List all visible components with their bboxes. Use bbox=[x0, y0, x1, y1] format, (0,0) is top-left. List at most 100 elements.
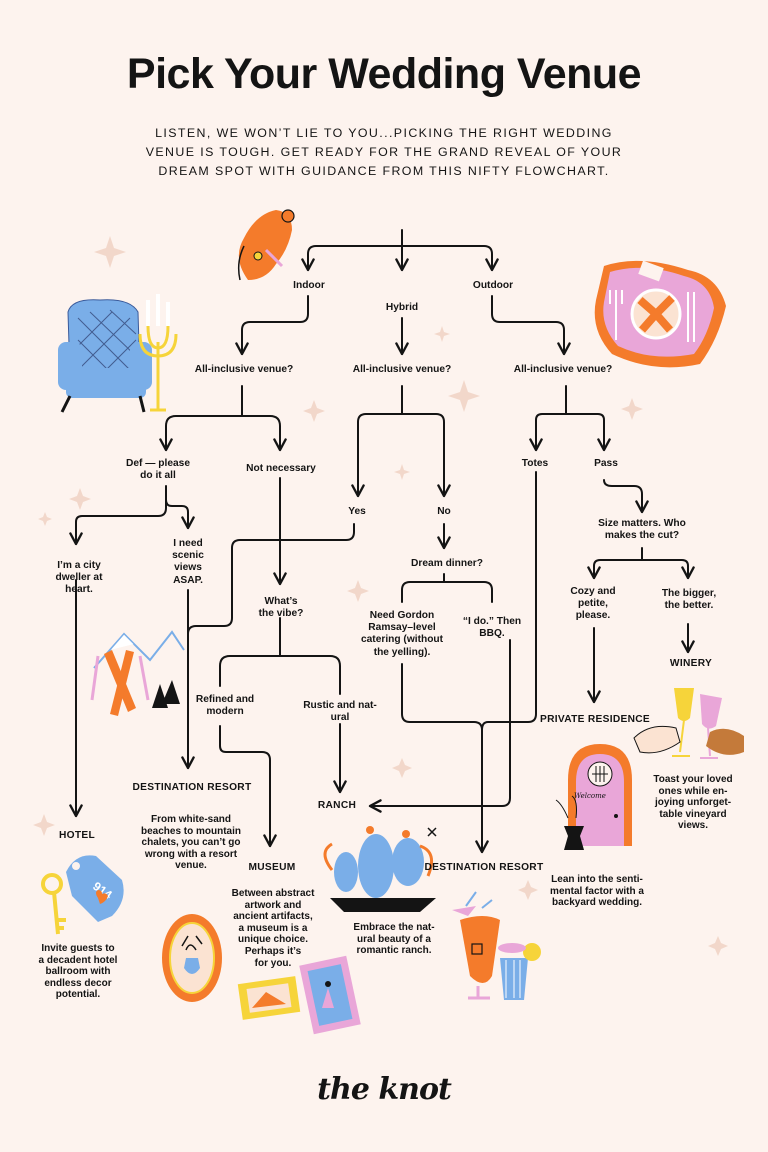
desc-line: Between abstract bbox=[231, 888, 315, 899]
venue-destination-resort-right-title: DESTINATION RESORT bbox=[425, 862, 544, 874]
node-text: the vibe? bbox=[258, 608, 304, 620]
desc-line: ballroom with bbox=[45, 966, 111, 978]
picture-frames-icon bbox=[237, 955, 361, 1035]
venue-hotel-description: Invite guests to a decadent hotel ballro… bbox=[39, 943, 118, 1001]
node-size-matters: Size matters. Who makes the cut? bbox=[598, 518, 686, 542]
desc-line: table vineyard bbox=[659, 808, 727, 820]
node-text: “I do.” Then bbox=[462, 616, 522, 627]
star-icon bbox=[38, 512, 52, 526]
star-icon bbox=[448, 380, 480, 412]
star-icon bbox=[708, 936, 728, 956]
desc-line: mental factor with a bbox=[550, 885, 644, 897]
node-text: Totes bbox=[521, 458, 549, 469]
ornate-mirror-icon bbox=[162, 914, 222, 1002]
cactus-icon bbox=[323, 826, 437, 912]
desc-line: Toast your loved bbox=[653, 774, 733, 785]
node-i-do-bbq: “I do.” Then BBQ. bbox=[463, 616, 521, 640]
node-indoor: Indoor bbox=[293, 280, 325, 292]
page-title: Pick Your Wedding Venue bbox=[126, 50, 642, 98]
node-text: Def — please bbox=[126, 458, 190, 469]
subtitle-line: DREAM SPOT WITH GUIDANCE FROM THIS NIFTY… bbox=[158, 164, 610, 178]
node-text: ASAP. bbox=[173, 574, 203, 586]
node-text: modern bbox=[206, 706, 244, 718]
node-text: makes the cut? bbox=[604, 530, 680, 542]
desc-line: Perhaps it’s bbox=[244, 945, 302, 957]
node-text: All-inclusive venue? bbox=[352, 364, 452, 375]
decorative-stars bbox=[33, 236, 728, 956]
node-cozy-petite: Cozy and petite, please. bbox=[570, 586, 615, 623]
venue-winery-description: Toast your loved ones while en- joying u… bbox=[653, 774, 732, 832]
star-icon bbox=[69, 488, 91, 510]
star-icon bbox=[94, 236, 126, 268]
venue-hotel-title: HOTEL bbox=[59, 830, 95, 842]
venue-private-residence-title: PRIVATE RESIDENCE bbox=[540, 714, 650, 726]
desc-line: Embrace the nat- bbox=[353, 922, 435, 933]
candelabra-icon bbox=[138, 294, 178, 412]
node-text: ural bbox=[330, 712, 350, 724]
venue-name: HOTEL bbox=[58, 830, 96, 841]
star-icon bbox=[394, 464, 410, 480]
node-text: I’m a city bbox=[57, 560, 101, 571]
venue-name: DESTINATION bbox=[132, 782, 205, 793]
node-text: Ramsay–level bbox=[368, 622, 436, 634]
star-icon bbox=[33, 814, 55, 836]
venue-museum-title: MUSEUM bbox=[248, 862, 295, 874]
star-icon bbox=[392, 758, 412, 778]
node-text: No bbox=[437, 506, 451, 517]
desc-line: endless decor bbox=[44, 977, 112, 989]
venue-name: RESORT bbox=[499, 862, 544, 873]
star-icon bbox=[434, 326, 450, 342]
node-text: views bbox=[174, 562, 202, 574]
node-text: Outdoor bbox=[472, 280, 514, 291]
node-text: All-inclusive venue? bbox=[194, 364, 294, 375]
venue-winery-title: WINERY bbox=[670, 658, 712, 670]
node-text: Hybrid bbox=[385, 302, 419, 313]
node-allinclusive-indoor: All-inclusive venue? bbox=[195, 364, 294, 376]
node-outdoor: Outdoor bbox=[473, 280, 513, 292]
node-yes: Yes bbox=[348, 506, 366, 518]
venue-private-residence-description: Lean into the senti- mental factor with … bbox=[550, 874, 644, 909]
node-text: scenic bbox=[172, 550, 204, 562]
desc-line: for you. bbox=[254, 957, 292, 969]
node-pass: Pass bbox=[594, 458, 618, 470]
node-text: The bigger, bbox=[661, 588, 717, 599]
page-subtitle: LISTEN, WE WON’T LIE TO YOU...PICKING TH… bbox=[134, 124, 634, 181]
venue-name: MUSEUM bbox=[248, 862, 296, 873]
node-dream-dinner: Dream dinner? bbox=[411, 558, 483, 570]
desc-line: ancient artifacts, bbox=[233, 911, 313, 923]
desc-line: Lean into the senti- bbox=[551, 874, 643, 885]
desc-line: chalets, you can’t go bbox=[141, 837, 241, 849]
node-allinclusive-hybrid: All-inclusive venue? bbox=[353, 364, 452, 376]
armchair-icon bbox=[58, 299, 152, 413]
node-text: Size matters. Who bbox=[598, 518, 686, 529]
desc-line: backyard wedding. bbox=[551, 897, 643, 909]
subtitle-line: LISTEN, WE WON’T LIE TO YOU...PICKING TH… bbox=[155, 126, 613, 140]
desc-line: venue. bbox=[175, 860, 207, 872]
the-knot-logo: the knot bbox=[317, 1072, 452, 1107]
desc-line: From white-sand bbox=[150, 814, 232, 825]
desc-line: potential. bbox=[55, 989, 101, 1001]
node-text: dweller at bbox=[55, 572, 103, 584]
ski-mountains-icon bbox=[90, 630, 185, 716]
subtitle-line: VENUE IS TOUGH. GET READY FOR THE GRAND … bbox=[145, 145, 623, 159]
node-text: the yelling). bbox=[373, 646, 431, 658]
venue-destination-resort-left-description: From white-sand beaches to mountain chal… bbox=[141, 814, 241, 872]
node-text: please. bbox=[575, 610, 611, 622]
node-text: Cozy and bbox=[570, 586, 616, 597]
desc-line: wrong with a resort bbox=[144, 848, 238, 860]
node-scenic-views: I need scenic views ASAP. bbox=[172, 538, 204, 587]
star-icon bbox=[518, 880, 538, 900]
node-totes: Totes bbox=[522, 458, 548, 470]
node-text: I need bbox=[173, 538, 203, 549]
venue-destination-resort-left-title: DESTINATION RESORT bbox=[133, 782, 252, 794]
arched-door-icon: Welcome bbox=[555, 744, 632, 850]
hand-with-ring-icon bbox=[237, 209, 295, 281]
venue-ranch-title: RANCH bbox=[318, 800, 356, 812]
node-hybrid: Hybrid bbox=[386, 302, 418, 314]
place-setting-icon bbox=[594, 260, 726, 368]
cocktails-icon bbox=[452, 891, 541, 1000]
node-city-dweller: I’m a city dweller at heart. bbox=[56, 560, 103, 597]
node-gordon-ramsay: Need Gordon Ramsay–level catering (witho… bbox=[361, 610, 443, 659]
venue-name: RESIDENCE bbox=[587, 714, 651, 725]
